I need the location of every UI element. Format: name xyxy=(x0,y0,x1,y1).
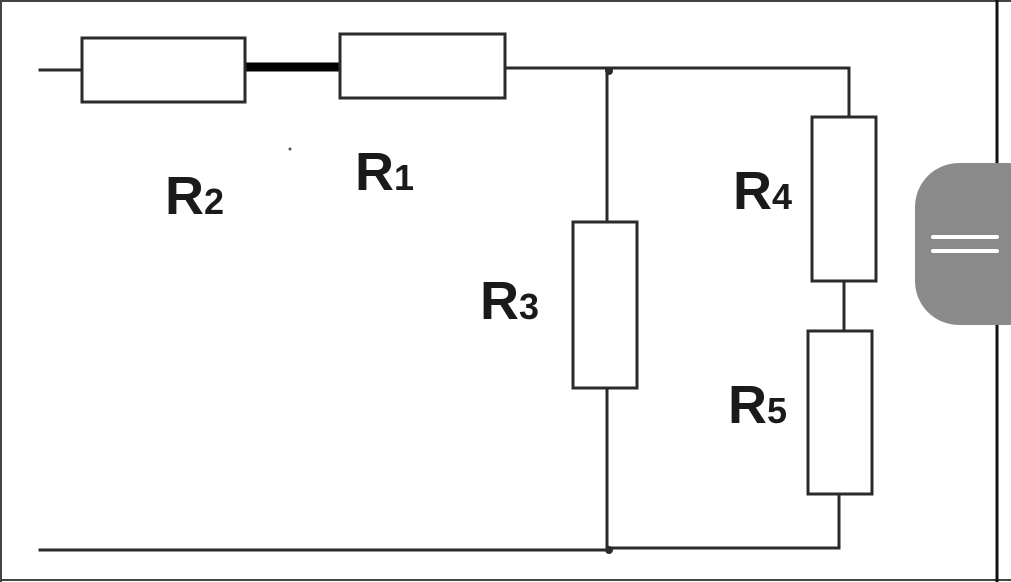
label-r5-letter: R xyxy=(728,375,767,435)
label-r5: R5 xyxy=(728,375,787,435)
drag-handle[interactable] xyxy=(915,163,1011,325)
label-r4-index: 4 xyxy=(772,176,792,217)
resistor-r4-body xyxy=(810,115,878,283)
stray-dot xyxy=(288,147,292,151)
label-r1: R1 xyxy=(355,142,414,202)
resistor-r5-body xyxy=(806,329,874,496)
drag-handle-icon-bar xyxy=(931,249,999,253)
resistor-r1-body xyxy=(338,32,507,100)
node-top-junction xyxy=(605,67,613,75)
label-r5-index: 5 xyxy=(767,390,787,431)
label-r1-letter: R xyxy=(355,142,394,202)
drag-handle-icon xyxy=(931,235,999,239)
node-bottom-junction xyxy=(605,546,613,554)
label-r1-index: 1 xyxy=(394,157,414,198)
label-r3-letter: R xyxy=(480,271,519,331)
label-r2: R2 xyxy=(165,166,224,226)
resistor-r3-body xyxy=(571,220,639,390)
label-r3-index: 3 xyxy=(519,286,539,327)
label-r2-index: 2 xyxy=(204,181,224,222)
label-r4: R4 xyxy=(733,161,792,221)
label-r2-letter: R xyxy=(165,166,204,226)
label-r4-letter: R xyxy=(733,161,772,221)
resistor-r2-body xyxy=(80,36,247,104)
label-r3: R3 xyxy=(480,271,539,331)
